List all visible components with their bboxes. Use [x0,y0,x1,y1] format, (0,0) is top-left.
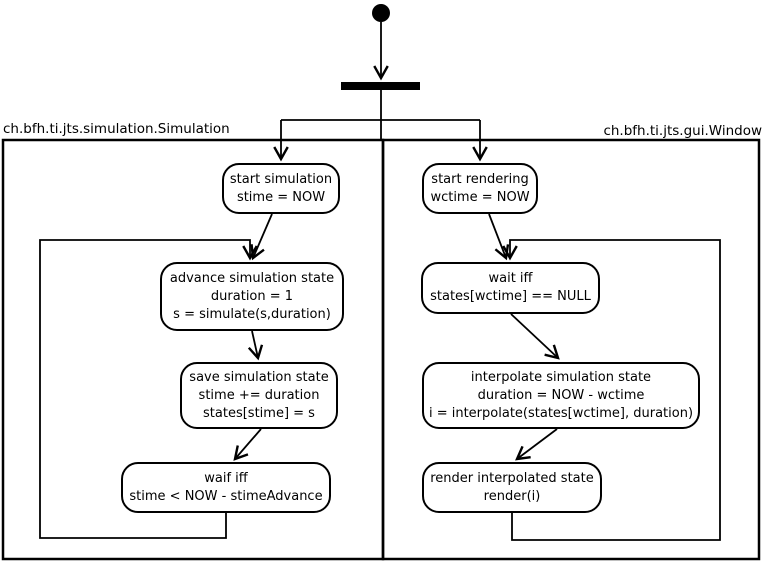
activity-node-waif: waif iff stime < NOW - stimeAdvance [121,462,331,513]
node-text-line: render(i) [483,488,541,504]
edge-startsim-to-advance [250,213,273,261]
lane-window-frame [381,138,761,561]
node-text-line: wctime = NOW [430,189,530,205]
activity-node-start-simulation: start simulation stime = NOW [222,163,340,214]
node-text-line: duration = 1 [210,288,294,304]
initial-node-icon [372,4,390,22]
activity-node-interpolate: interpolate simulation state duration = … [422,362,700,429]
lane-label-window: ch.bfh.ti.jts.gui.Window [603,123,762,139]
activity-node-advance: advance simulation state duration = 1 s … [160,262,344,331]
activity-node-render: render interpolated state render(i) [422,462,602,513]
fork-bar-icon [341,82,420,90]
edge-wait-to-interpolate [510,313,560,360]
node-text-line: states[wctime] == NULL [430,289,591,304]
lane-label-simulation: ch.bfh.ti.jts.simulation.Simulation [3,121,230,137]
node-text-line: start simulation [229,171,333,187]
node-text-line: render interpolated state [430,470,594,486]
node-text-line: start rendering [431,171,529,187]
node-text-line: stime < NOW - stimeAdvance [129,488,323,504]
node-text-line: stime = NOW [236,189,326,205]
node-text-line: advance simulation state [169,270,335,286]
edge-startrender-to-wait [488,213,510,261]
node-text-line: waif iff [204,470,248,486]
node-text-line: stime += duration [198,387,320,403]
edge-render-loop-to-wait [502,239,721,541]
node-text-line: states[stime] = s [203,405,315,421]
activity-node-save: save simulation state stime += duration … [180,362,338,429]
activity-node-wait: wait iff states[wctime] == NULL [421,262,600,314]
node-text-line: save simulation state [189,369,329,385]
node-text-line: s = simulate(s,duration) [173,306,331,322]
node-text-line: duration = NOW - wctime [477,387,645,403]
activity-node-start-rendering: start rendering wctime = NOW [422,163,538,214]
edge-interpolate-to-render [515,428,558,461]
node-text-line: interpolate simulation state [470,369,652,385]
edge-advance-to-save [247,330,264,361]
edge-save-to-waif [233,428,262,461]
node-text-line: i = interpolate(states[wctime], duration… [428,405,694,421]
node-text-line: wait iff [488,271,533,286]
edge-waif-loop-to-advance [39,239,258,539]
